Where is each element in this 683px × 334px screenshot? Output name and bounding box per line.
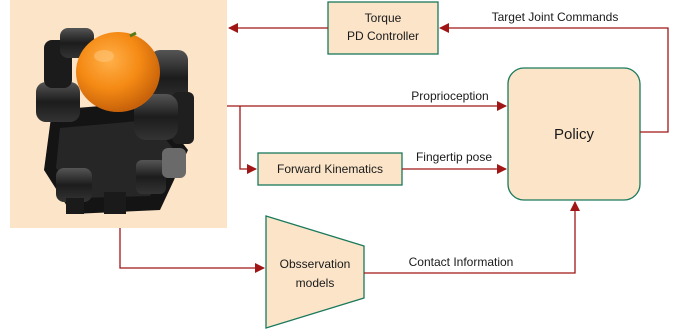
- torque-pd-controller-node: Torque PD Controller: [327, 1, 439, 55]
- orange: [76, 32, 160, 112]
- forward-kinematics-node: Forward Kinematics: [257, 152, 403, 186]
- arrow-target-joint-commands: [439, 23, 669, 133]
- arrow-hand-to-observation-models: [119, 228, 265, 273]
- torque-pd-controller-label-line1: Torque: [365, 11, 402, 25]
- torque-pd-controller-label-line2: PD Controller: [347, 29, 419, 43]
- label-contact-information: Contact Information: [409, 255, 514, 269]
- observation-models-label-line1: Obsservation: [280, 257, 351, 271]
- robot-hand-image: [10, 0, 227, 228]
- policy-label: Policy: [554, 126, 595, 143]
- label-proprioception: Proprioception: [411, 89, 488, 103]
- left-finger-motor: [36, 82, 80, 122]
- observation-models-label-line2: models: [296, 276, 335, 290]
- arrow-hand-to-forward-kinematics: [239, 106, 257, 174]
- arrows: [119, 23, 669, 274]
- forward-kinematics-label: Forward Kinematics: [277, 162, 383, 176]
- label-target-joint-commands: Target Joint Commands: [492, 10, 619, 24]
- observation-models-node: Obsservation models: [265, 215, 365, 329]
- label-fingertip-pose: Fingertip pose: [416, 150, 492, 164]
- policy-node: Policy: [507, 67, 641, 201]
- arrow-contact-information: [364, 201, 580, 274]
- thumb-motor: [134, 94, 178, 140]
